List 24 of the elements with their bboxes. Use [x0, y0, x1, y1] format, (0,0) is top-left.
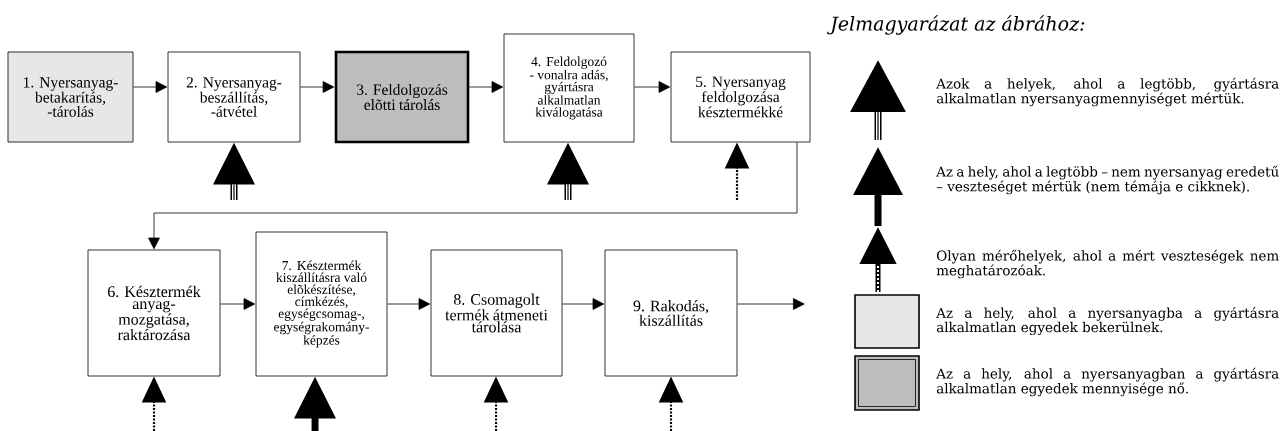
arrow	[468, 81, 504, 93]
legend-text: Az a hely, ahol a legtöbb – nem nyersanyag eredetű – veszteséget mértük (nem témája e cikknek).	[936, 165, 1279, 195]
process-box: 2. Nyersanyag-beszállítás, -átvétel	[167, 51, 301, 143]
arrow	[220, 298, 256, 310]
process-box: 1. Nyersanyag-betakarítás, -tárolás	[7, 51, 134, 143]
legend-text: Olyan mérőhelyek, ahol a mért veszteségek nem meghatározóak.	[936, 249, 1279, 279]
arrow	[562, 298, 605, 310]
legend-heading: Jelmagyarázat az ábrához:	[827, 15, 1085, 35]
arrow	[634, 81, 671, 93]
legend-text: Az a hely, ahol a nyersanyagba a gyártásra alkalmatlan egyedek bekerülnek.	[936, 306, 1279, 336]
process-box: 8. Csomagolt termék átmeneti tárolása	[430, 249, 563, 377]
process-box: 7. Késztermék kiszállításra való elõkészítése, címkézés, egységcsomag-, egységrakomány-képzés	[255, 231, 388, 377]
process-box: 6. Késztermék anyag-mozgatása, raktározása	[87, 249, 221, 377]
legend-text: Azok a helyek, ahol a legtöbb, gyártásra alkalmatlan nyersanyagmennyiséget mértük.	[936, 77, 1279, 107]
process-box: 5. Nyersanyag feldolgozása késztermékké	[670, 51, 811, 143]
process-box: 3. Feldolgozás elõtti tárolás	[334, 50, 470, 144]
process-box: 4. Feldolgozó - vonalra adás, gyártásra alkalmatlan kiválogatása	[503, 33, 635, 143]
arrow	[737, 298, 805, 310]
arrow	[133, 81, 168, 93]
legend-text: Az a hely, ahol a nyersanyagban a gyártásra alkalmatlan egyedek mennyisége nő.	[936, 367, 1279, 397]
arrow	[148, 142, 798, 250]
arrow	[387, 298, 431, 310]
arrow	[300, 81, 335, 93]
process-box: 9. Rakodás, kiszállítás	[604, 249, 738, 377]
